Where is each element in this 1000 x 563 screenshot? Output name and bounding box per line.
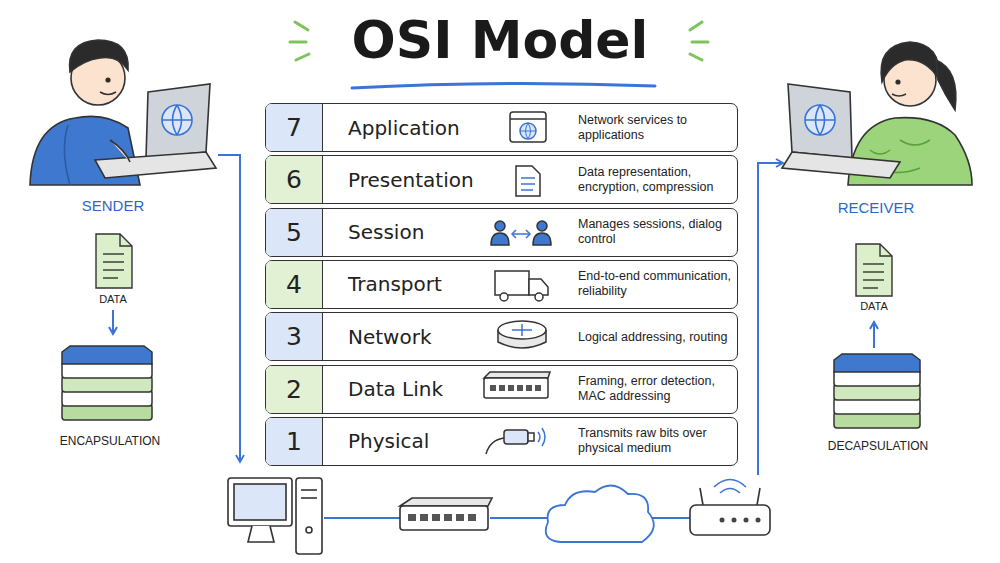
layer-row: 2 Data Link Framing, error detection, MAC … xyxy=(265,365,738,414)
layer-name: Data Link xyxy=(348,366,443,413)
layer-name: Session xyxy=(348,209,424,256)
layer-row: 1 Physical Transmits raw bits over physica… xyxy=(265,417,738,466)
side-label: SENDER xyxy=(33,197,193,214)
layer-number: 5 xyxy=(266,209,323,256)
layer-name: Application xyxy=(348,104,460,151)
layer-number: 4 xyxy=(266,261,323,308)
layer-number: 7 xyxy=(266,104,323,151)
layer-number: 3 xyxy=(266,313,323,360)
layer-row: 3 Network Logical addressing, routing xyxy=(265,312,738,361)
layer-number: 1 xyxy=(266,418,323,465)
layer-name: Transport xyxy=(348,261,442,308)
layer-number: 6 xyxy=(266,156,323,203)
layer-description: Network services to applications xyxy=(578,113,736,143)
side-label: DATA xyxy=(33,293,193,305)
diagram-title: OSI Model xyxy=(0,10,1000,70)
layer-description: Framing, error detection, MAC addressing xyxy=(578,374,736,404)
layer-description: End-to-end communication, reliability xyxy=(578,269,736,299)
layer-name: Network xyxy=(348,313,432,360)
layer-row: 7 Application Network services to applicat… xyxy=(265,103,738,152)
side-label: RECEIVER xyxy=(796,199,956,216)
layer-name: Physical xyxy=(348,418,429,465)
layer-number: 2 xyxy=(266,366,323,413)
layer-description: Manages sessions, dialog control xyxy=(578,217,736,247)
layer-row: 6 Presentation Data representation, encryp… xyxy=(265,155,738,204)
layer-row: 4 Transport End-to-end communication, reli… xyxy=(265,260,738,309)
layer-description: Transmits raw bits over physical medium xyxy=(578,426,736,456)
layer-row: 5 Session Manages sessions, dialog control xyxy=(265,208,738,257)
side-label: DATA xyxy=(794,300,954,312)
side-label: ENCAPSULATION xyxy=(30,434,190,448)
layer-name: Presentation xyxy=(348,156,474,203)
layer-description: Data representation, encryption, compres… xyxy=(578,165,736,195)
side-label: DECAPSULATION xyxy=(798,439,958,453)
layer-description: Logical addressing, routing xyxy=(578,329,736,344)
